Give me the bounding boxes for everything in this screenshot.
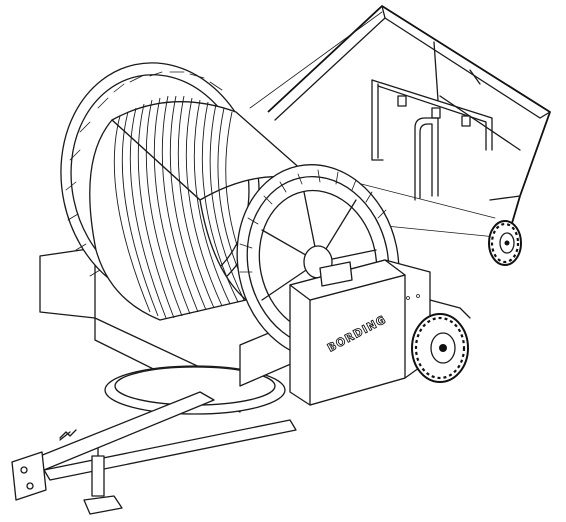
housing-bolt-2 — [416, 294, 420, 298]
hitch-hole-2 — [26, 482, 34, 490]
pipe-crossbar — [371, 79, 493, 151]
hitch-plate — [11, 451, 47, 501]
boom-apex — [381, 5, 386, 19]
axle-arm — [429, 299, 471, 319]
reel-back-spokes — [65, 71, 223, 277]
safety-chain-links — [59, 429, 77, 439]
drive-housing: BORDING — [289, 259, 431, 406]
boom-wheel-hub — [504, 240, 510, 246]
drawbar — [11, 391, 297, 515]
chassis-left-plate — [39, 247, 96, 319]
main-wheel — [411, 299, 471, 383]
pipe-clamp-3 — [461, 115, 471, 127]
boom-frame — [249, 5, 551, 239]
hitch-hole-1 — [20, 466, 28, 474]
reel-front-flange-teeth — [239, 169, 387, 273]
housing-cap — [319, 261, 353, 287]
main-wheel-hub — [439, 344, 447, 352]
boom-wheel-tread — [490, 222, 520, 264]
reel-hose-wraps — [113, 95, 257, 319]
pipe-left-leg — [371, 79, 384, 161]
jack-stand-foot — [83, 495, 123, 515]
safety-chain — [59, 431, 71, 441]
cable-left — [249, 11, 383, 109]
riser-pipe — [414, 117, 439, 201]
riser-pipe-inner — [419, 123, 433, 199]
boom-top-rail — [267, 5, 551, 197]
boom-strut-1 — [433, 41, 439, 101]
drawbar-right-beam — [43, 419, 297, 481]
boom-foot — [489, 195, 521, 201]
jack-stand-post — [91, 455, 105, 497]
pipe-crossbar-inner — [377, 85, 487, 151]
boom-corner — [539, 111, 551, 119]
boom-wheel — [488, 220, 522, 266]
pipe-clamp-2 — [431, 107, 441, 119]
boom-strut-3 — [439, 95, 521, 151]
housing-bolt-1 — [406, 296, 410, 300]
pipe-clamp-1 — [397, 95, 407, 107]
boom-strut-2 — [469, 69, 481, 85]
main-wheel-tread — [414, 316, 466, 380]
